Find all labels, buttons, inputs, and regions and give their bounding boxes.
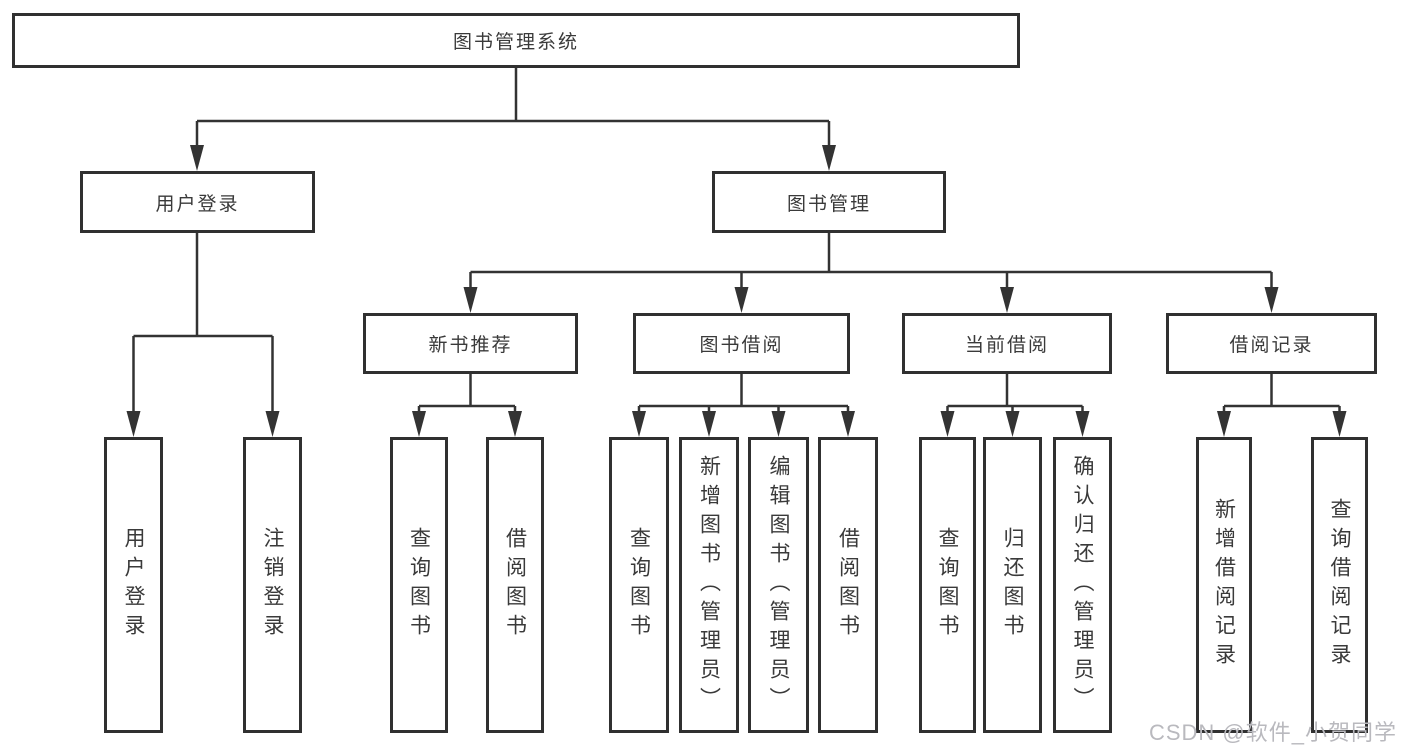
arrowhead (1332, 411, 1347, 437)
arrowhead (702, 411, 716, 437)
arrowhead (822, 145, 836, 171)
node-book-borrow: 图书借阅 (633, 313, 850, 374)
node-current-borrow: 当前借阅 (902, 313, 1112, 374)
node-current-borrow-label: 当前借阅 (964, 335, 1049, 356)
leaf-user-login-label: 用户登录 (122, 527, 145, 643)
arrowhead (190, 145, 204, 171)
leaf-current-return-book-label: 归还图书 (1001, 527, 1024, 643)
node-borrow-records: 借阅记录 (1166, 313, 1377, 374)
node-root-label: 图书管理系统 (452, 32, 579, 53)
arrowhead (940, 411, 955, 437)
leaf-current-query-book-label: 查询图书 (936, 527, 959, 643)
node-new-book-recommend: 新书推荐 (363, 313, 578, 374)
leaf-recommend-borrow-book-label: 借阅图书 (503, 527, 527, 643)
node-book-management-label: 图书管理 (786, 193, 871, 215)
leaf-borrow-edit-book-label: 编辑图书（管理员） (767, 454, 790, 716)
leaf-borrow-edit-book: 编辑图书（管理员） (748, 437, 809, 733)
arrowhead (771, 411, 786, 437)
leaf-recommend-borrow-book: 借阅图书 (486, 437, 544, 733)
arrowhead (463, 287, 478, 313)
arrowhead (508, 411, 522, 437)
leaf-records-query-record: 查询借阅记录 (1311, 437, 1368, 733)
arrowhead (1000, 287, 1014, 313)
leaf-recommend-query-book: 查询图书 (390, 437, 448, 733)
node-root: 图书管理系统 (12, 13, 1020, 68)
leaf-logout: 注销登录 (243, 437, 302, 733)
leaf-records-add-record-label: 新增借阅记录 (1212, 498, 1236, 672)
node-book-management: 图书管理 (712, 171, 946, 233)
arrowhead (1075, 411, 1090, 437)
node-new-book-recommend-label: 新书推荐 (428, 335, 513, 356)
arrowhead (412, 411, 426, 437)
leaf-current-confirm-return: 确认归还（管理员） (1053, 437, 1112, 733)
leaf-records-query-record-label: 查询借阅记录 (1328, 498, 1351, 672)
leaf-current-return-book: 归还图书 (983, 437, 1042, 733)
arrowhead (1005, 411, 1020, 437)
arrowhead (1264, 287, 1279, 313)
node-user-login-label: 用户登录 (155, 193, 240, 215)
arrowhead (734, 287, 749, 313)
leaf-logout-label: 注销登录 (261, 527, 284, 643)
arrowhead (841, 411, 855, 437)
leaf-borrow-query-book-label: 查询图书 (627, 527, 651, 643)
node-book-borrow-label: 图书借阅 (699, 335, 784, 356)
leaf-borrow-add-book-label: 新增图书（管理员） (697, 454, 721, 716)
arrowhead (1217, 411, 1231, 437)
leaf-borrow-add-book: 新增图书（管理员） (679, 437, 739, 733)
leaf-borrow-borrow-book: 借阅图书 (818, 437, 878, 733)
watermark: CSDN @软件_小贺同学 (1148, 720, 1397, 745)
node-borrow-records-label: 借阅记录 (1229, 335, 1314, 356)
leaf-recommend-query-book-label: 查询图书 (407, 527, 431, 643)
arrowhead (265, 411, 280, 437)
arrowhead (632, 411, 646, 437)
leaf-borrow-borrow-book-label: 借阅图书 (836, 527, 860, 643)
leaf-current-confirm-return-label: 确认归还（管理员） (1071, 454, 1094, 716)
leaf-user-login: 用户登录 (104, 437, 163, 733)
node-user-login: 用户登录 (80, 171, 315, 233)
leaf-borrow-query-book: 查询图书 (609, 437, 669, 733)
arrowhead (126, 411, 141, 437)
leaf-records-add-record: 新增借阅记录 (1196, 437, 1252, 733)
leaf-current-query-book: 查询图书 (919, 437, 976, 733)
